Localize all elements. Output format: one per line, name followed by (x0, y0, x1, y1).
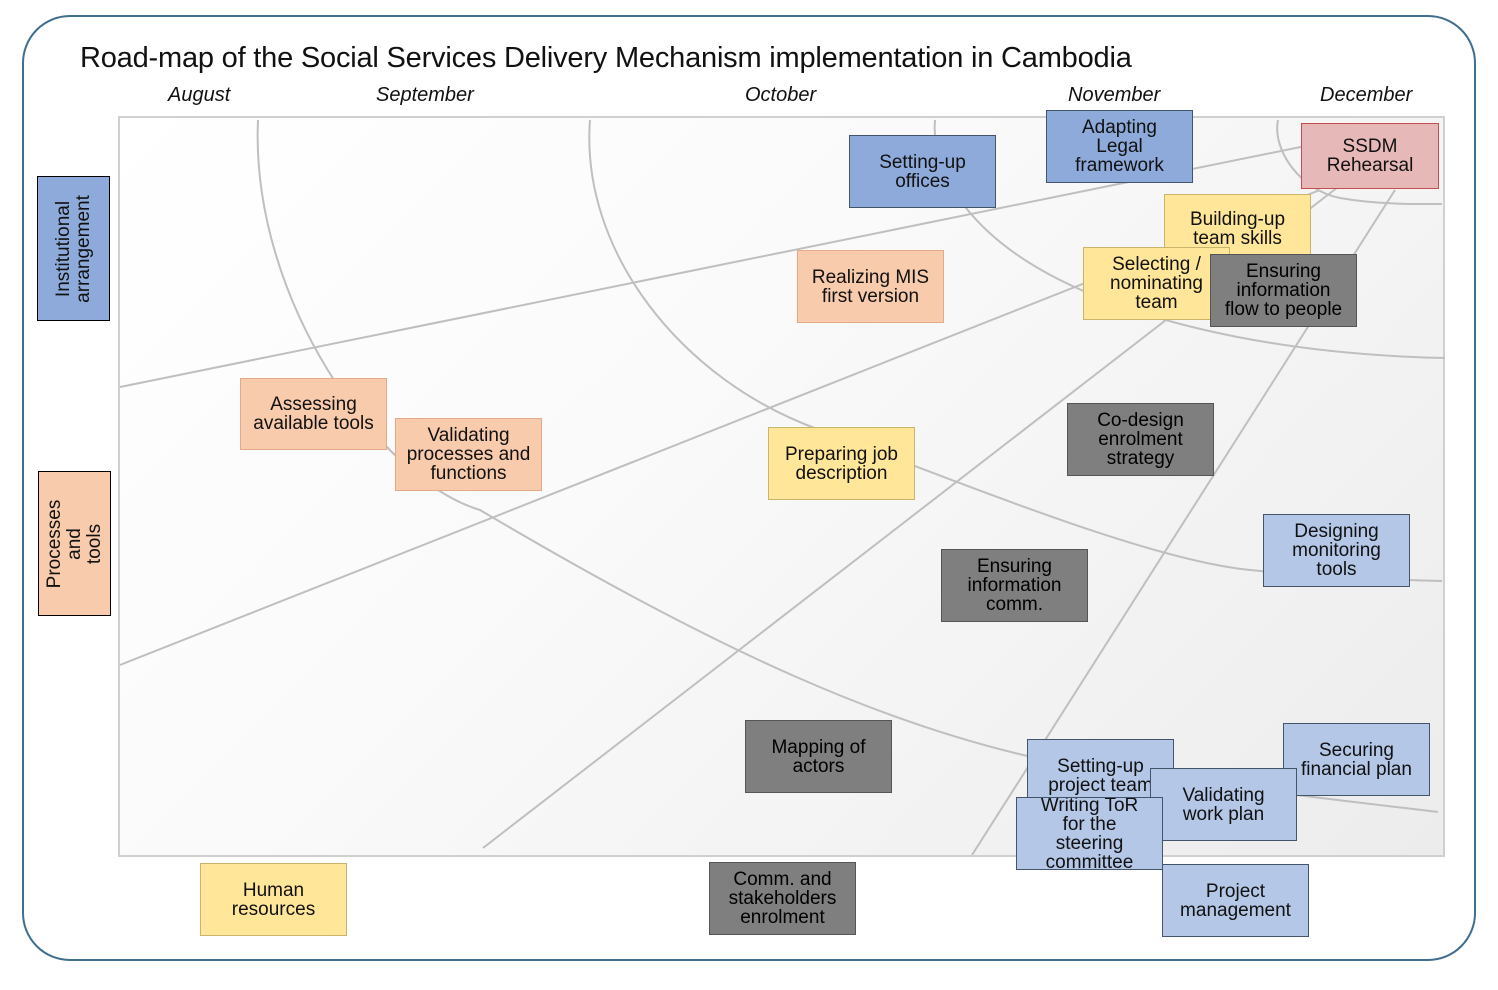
category-institutional-arrangement: Institutional arrangement (37, 176, 110, 321)
month-december: December (1320, 84, 1413, 106)
diagram-frame (22, 15, 1476, 961)
month-september: September (376, 84, 474, 106)
task-securing-financial-plan: Securing financial plan (1283, 723, 1430, 796)
month-august: August (168, 84, 231, 106)
task-codesign-enrolment-strategy: Co-design enrolment strategy (1067, 403, 1214, 476)
curve-arc-october (588, 119, 1443, 582)
task-ensuring-information-flow: Ensuring information flow to people (1210, 254, 1357, 327)
task-preparing-job-description: Preparing job description (768, 427, 915, 500)
category-human-resources: Human resources (200, 863, 347, 936)
task-adapting-legal-framework: Adapting Legal framework (1046, 110, 1193, 183)
task-validating-processes: Validating processes and functions (395, 418, 542, 491)
task-ensuring-information-comm: Ensuring information comm. (941, 549, 1088, 622)
category-processes-and-tools: Processes and tools (38, 471, 111, 616)
diagram-title: Road-map of the Social Services Delivery… (80, 42, 1132, 74)
task-assessing-available-tools: Assessing available tools (240, 378, 387, 450)
category-comm-stakeholders: Comm. and stakeholders enrolment (709, 862, 856, 935)
curve-arc-december (1276, 119, 1443, 206)
task-setting-up-project-team: Setting-up project team (1027, 739, 1174, 812)
task-realizing-mis: Realizing MIS first version (797, 250, 944, 323)
task-selecting-nominating-team: Selecting / nominating team (1083, 247, 1230, 320)
task-setting-up-offices: Setting-up offices (849, 135, 996, 208)
category-project-management: Project management (1162, 864, 1309, 937)
task-mapping-of-actors: Mapping of actors (745, 720, 892, 793)
month-october: October (745, 84, 817, 106)
task-validating-work-plan: Validating work plan (1150, 768, 1297, 841)
month-november: November (1068, 84, 1161, 106)
task-designing-monitoring-tools: Designing monitoring tools (1263, 514, 1410, 587)
milestone-ssdm-rehearsal: SSDM Rehearsal (1301, 123, 1439, 189)
task-writing-tor-steering-committee: Writing ToR for the steering committee (1016, 797, 1163, 870)
